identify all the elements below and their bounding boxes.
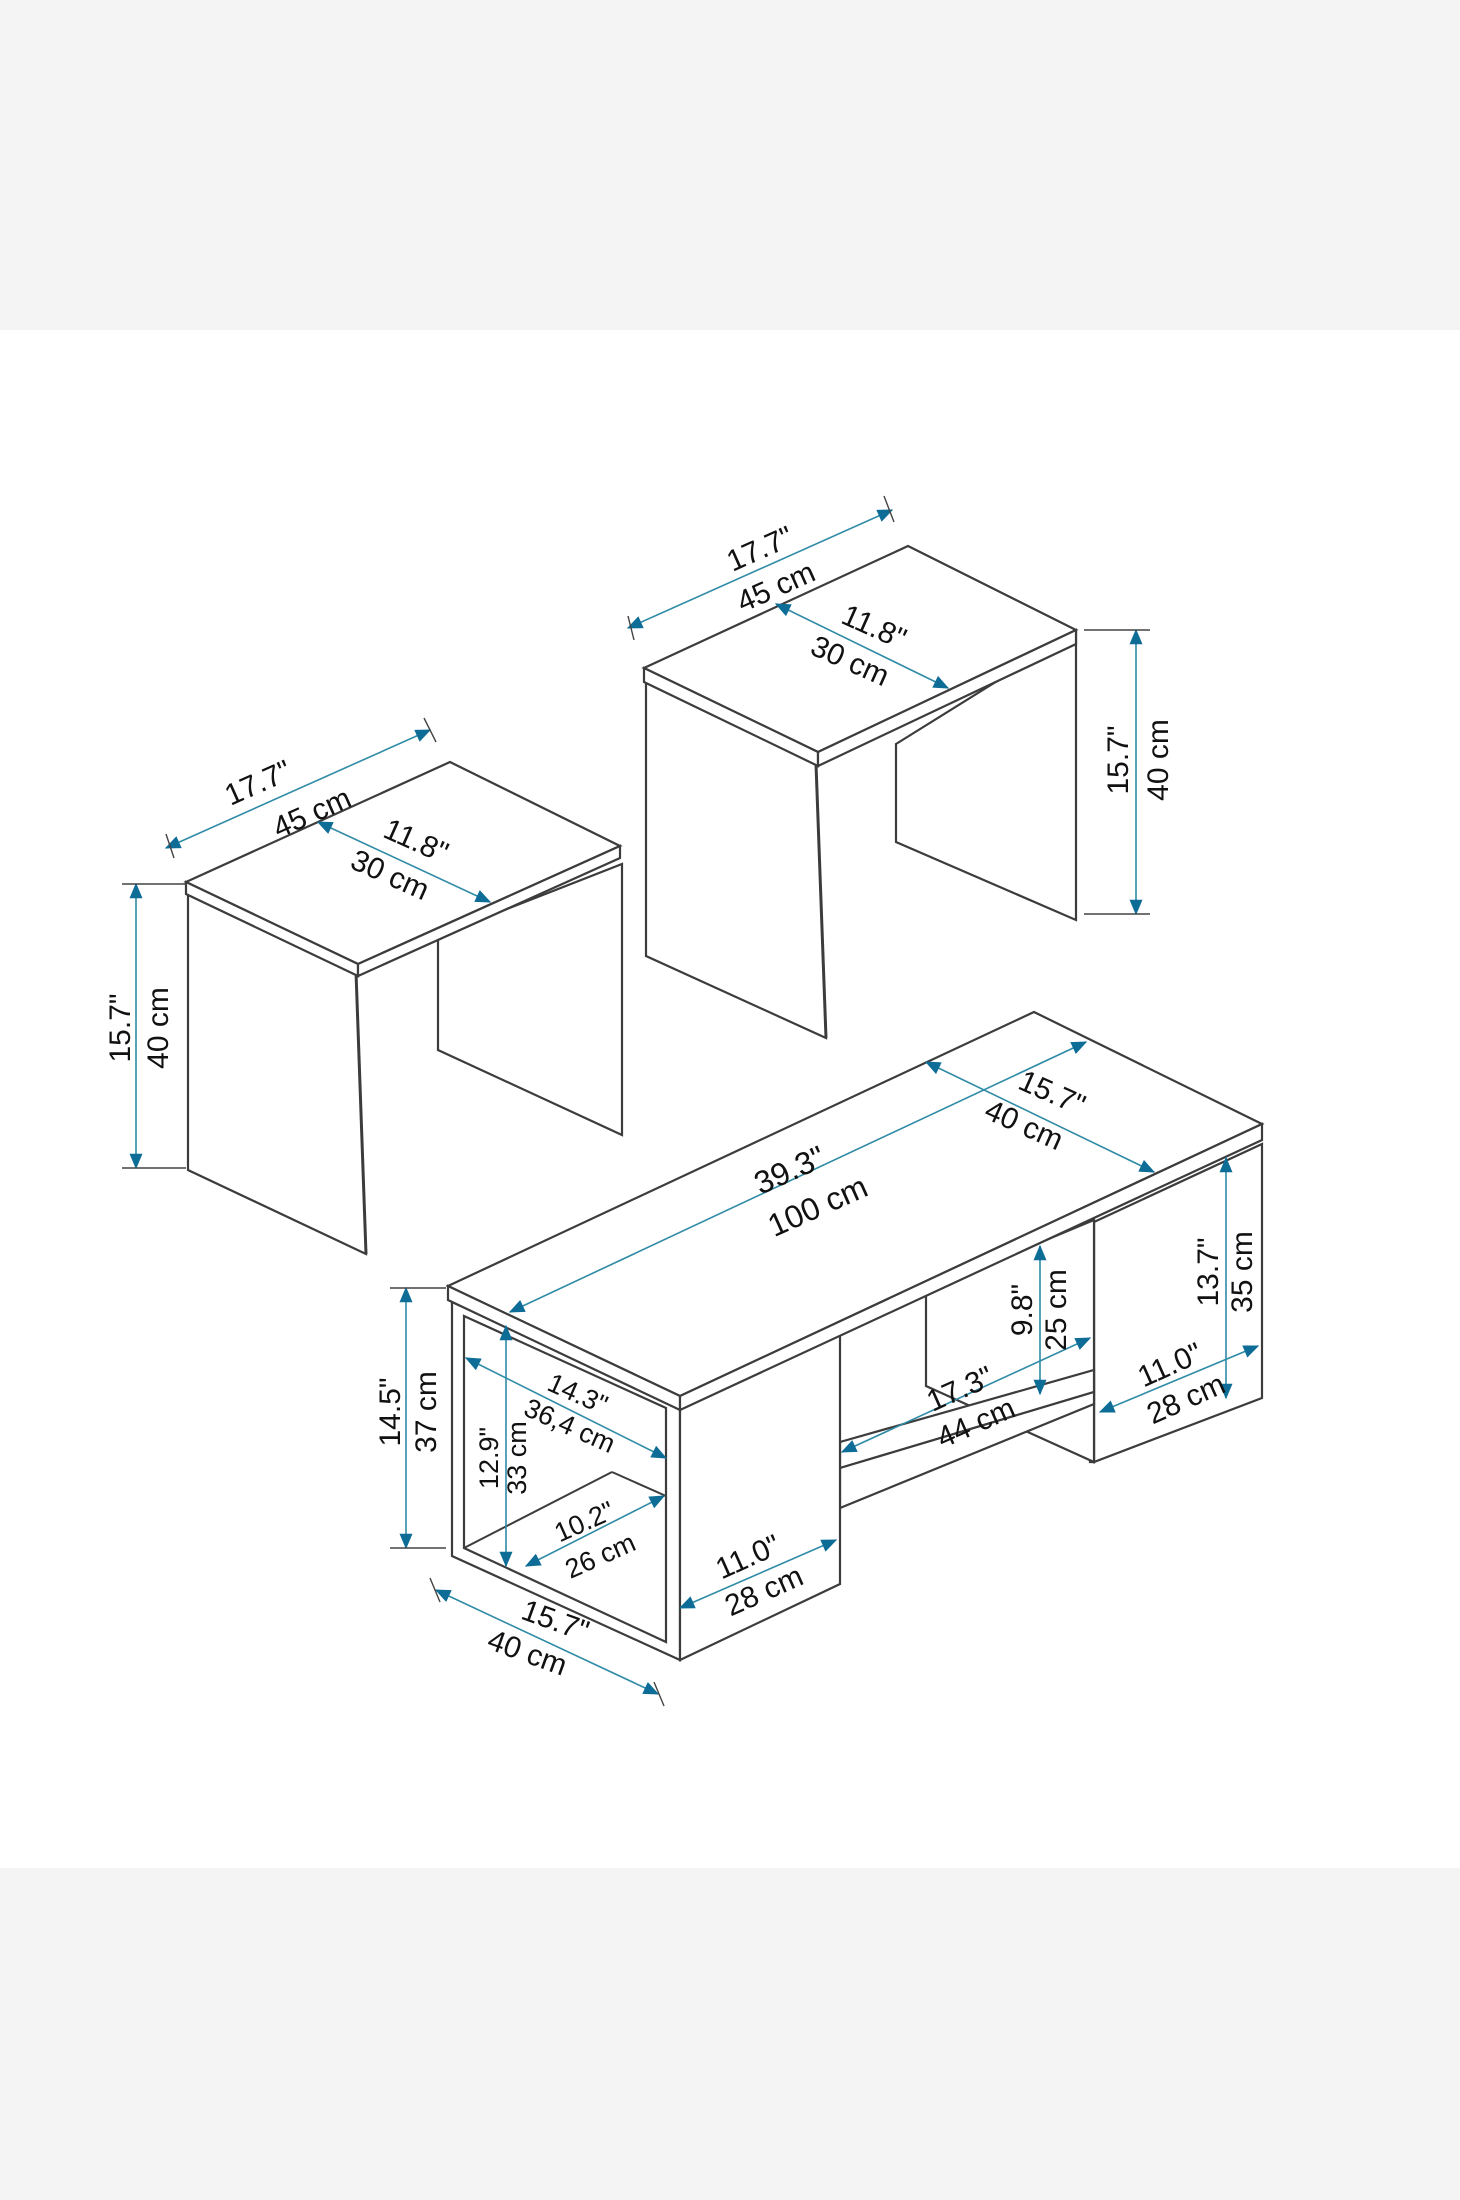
table-cubby-depth-line	[524, 1495, 666, 1567]
dimension-lines	[122, 495, 1260, 1707]
bottom-background-band	[0, 1868, 1460, 2200]
table-height-cm: 37 cm	[410, 1371, 443, 1453]
left-stool-height-in: 15.7"	[104, 993, 137, 1062]
right-stool-height-cm: 40 cm	[1142, 719, 1175, 801]
table-height-in: 14.5"	[374, 1377, 407, 1446]
left-stool-height-cm: 40 cm	[142, 987, 175, 1069]
table-cubby-diagonal-line	[464, 1357, 668, 1459]
table-shelf-width-line	[840, 1337, 1092, 1453]
table-shelf-gap-in: 9.8"	[1006, 1284, 1039, 1336]
table-cubby-height-cm: 33 cm	[502, 1421, 532, 1495]
right-stool-top-side-edge	[816, 628, 1078, 768]
left-stool-width-line	[164, 729, 432, 849]
left-stool-top-side-edge	[356, 844, 622, 978]
right-stool-width-line	[626, 509, 894, 629]
table-right-height-cm: 35 cm	[1226, 1231, 1259, 1313]
table-leg-depth-line	[678, 1539, 838, 1609]
left-stool-width-in: 17.7"	[220, 754, 296, 812]
table-cubby-height-in: 12.9"	[474, 1427, 504, 1489]
right-stool-height-in: 15.7"	[1102, 725, 1135, 794]
left-stool-depth-line	[316, 821, 492, 903]
top-background-band	[0, 0, 1460, 330]
table-right-height-in: 13.7"	[1192, 1237, 1225, 1306]
table-right-depth-line	[1098, 1345, 1260, 1413]
table-shelf-gap-cm: 25 cm	[1040, 1269, 1073, 1351]
right-stool-depth-line	[774, 603, 950, 689]
table-depth-line	[924, 1061, 1156, 1173]
table-base-depth-line	[434, 1589, 660, 1695]
